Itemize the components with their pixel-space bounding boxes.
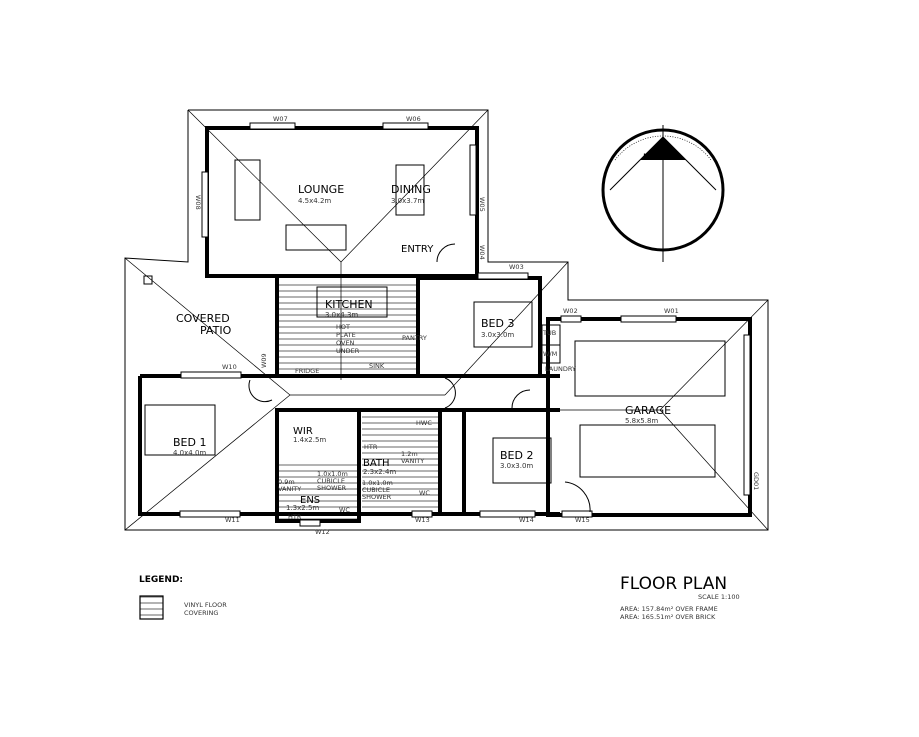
window-tag: GD01	[752, 472, 760, 490]
dining-label: DINING	[391, 183, 431, 196]
kitchen-note: PLATE	[336, 331, 356, 339]
plan-scale: SCALE 1:100	[698, 593, 740, 601]
window-tag: W06	[406, 115, 421, 123]
north-compass: NORTH	[601, 125, 725, 262]
window-tag: W05	[478, 197, 486, 212]
bath-vanity: VANITY	[401, 457, 424, 465]
bath-cubicle: 1.0x1.0m	[362, 479, 393, 487]
garage-label: GARAGE	[625, 404, 671, 417]
bed1-label: BED 1	[173, 436, 206, 449]
laundry-label: LAUNDRY	[545, 365, 576, 373]
bed3-label: BED 3	[481, 317, 514, 330]
ens-vanity: VANITY	[278, 485, 301, 493]
wir-label: WIR	[293, 426, 313, 437]
window-tag: W01	[664, 307, 679, 315]
north-label: NORTH	[643, 153, 675, 163]
window-tag: W11	[225, 516, 240, 524]
bath-label: BATH	[363, 458, 390, 469]
lounge-label: LOUNGE	[298, 183, 344, 196]
legend-title: LEGEND:	[139, 575, 183, 585]
area-over-brick: AREA: 165.51m² OVER BRICK	[620, 613, 716, 621]
patio-label-2: PATIO	[200, 324, 232, 337]
patio-label-1: COVERED	[176, 312, 230, 325]
bath-vanity: 1.2m	[401, 450, 418, 458]
sink-label: SINK	[369, 362, 385, 370]
windows	[179, 122, 751, 527]
bath-vinyl	[362, 412, 442, 512]
entry-label: ENTRY	[401, 244, 434, 255]
window-tag: W10	[222, 363, 237, 371]
wm-label: W/M	[543, 350, 557, 358]
ens-vanity: 0.9m	[278, 478, 295, 486]
window-tag: W08	[194, 195, 202, 210]
garage-size: 5.8x5.8m	[625, 417, 658, 425]
hwc-label: HWC	[416, 419, 432, 427]
ens-size: 1.3x2.5m	[286, 504, 319, 512]
kitchen-note: OVEN	[336, 339, 355, 347]
furniture	[144, 159, 726, 513]
window-tag: W09	[260, 353, 268, 368]
bed1-size: 4.0x4.0m	[173, 449, 206, 457]
title-block: FLOOR PLAN SCALE 1:100 AREA: 157.84m² OV…	[620, 574, 740, 621]
fridge-label: FRIDGE	[295, 367, 319, 375]
ens-label: ENS	[300, 495, 320, 506]
roof-outline	[124, 109, 769, 531]
bath-size: 2.3x2.4m	[363, 468, 396, 476]
bath-cubicle: SHOWER	[362, 493, 392, 501]
bed3-size: 3.0x3.0m	[481, 331, 514, 339]
kitchen-vinyl	[278, 280, 418, 376]
window-tag: W12	[315, 528, 330, 536]
legend: LEGEND: VINYL FLOOR COVERING	[139, 575, 227, 620]
kitchen-size: 3.0x4.3m	[325, 311, 358, 319]
vinyl-swatch	[139, 595, 164, 620]
wir-size: 1.4x2.5m	[293, 436, 326, 444]
ens-cubicle: CUBICLE	[317, 477, 345, 485]
bed2-label: BED 2	[500, 449, 533, 462]
walls	[138, 126, 752, 523]
kitchen-label: KITCHEN	[325, 298, 373, 311]
window-tag: W03	[509, 263, 524, 271]
ens-wc: WC	[339, 506, 350, 514]
tub-label: TUB	[542, 329, 556, 337]
ens-heater: HTR	[288, 513, 302, 521]
legend-item-text: VINYL FLOOR	[184, 601, 227, 609]
bath-heater: HTR	[364, 443, 378, 451]
window-tag: W13	[415, 516, 430, 524]
bed2-size: 3.0x3.0m	[500, 462, 533, 470]
dining-size: 3.0x3.7m	[391, 197, 424, 205]
window-tag: W15	[575, 516, 590, 524]
post-icon	[143, 275, 153, 285]
kitchen-note: UNDER	[336, 347, 360, 355]
window-tag: W04	[478, 245, 486, 260]
pantry-label: PANTRY	[402, 334, 427, 342]
area-over-frame: AREA: 157.84m² OVER FRAME	[620, 605, 718, 613]
plan-title: FLOOR PLAN	[620, 574, 727, 594]
bath-cubicle: CUBICLE	[362, 486, 390, 494]
kitchen-note: HOT	[336, 323, 350, 331]
lounge-size: 4.5x4.2m	[298, 197, 331, 205]
window-tag: W02	[563, 307, 578, 315]
legend-item-text: COVERING	[184, 609, 218, 617]
ens-cubicle: SHOWER	[317, 484, 347, 492]
window-tag: W07	[273, 115, 288, 123]
bath-wc: WC	[419, 489, 430, 497]
ens-cubicle: 1.0x1.0m	[317, 470, 348, 478]
window-tag: W14	[519, 516, 534, 524]
